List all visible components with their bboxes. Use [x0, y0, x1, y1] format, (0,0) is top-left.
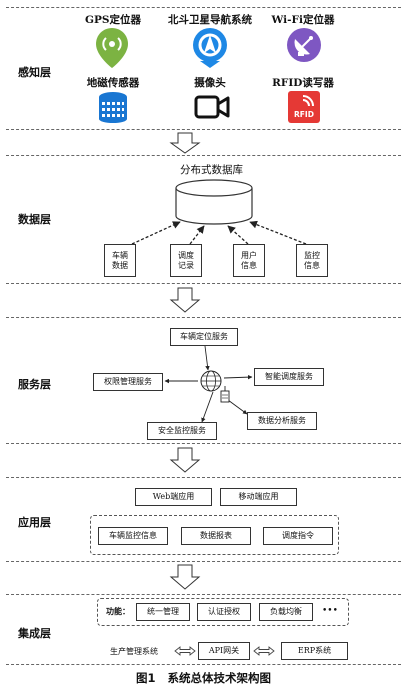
- data-analysis-service: 数据分析服务: [247, 412, 317, 430]
- api-gateway-label: API网关: [208, 646, 240, 655]
- source-to-db-arrow: [131, 221, 181, 245]
- application-group: [90, 515, 339, 555]
- service-link: [204, 345, 210, 371]
- layer-separator: [6, 155, 401, 156]
- mobile-app-box: 移动端应用: [220, 488, 297, 506]
- layer-separator: [6, 561, 401, 562]
- wifi-locator-label: Wi-Fi定位器: [271, 14, 335, 26]
- layer-separator: [6, 594, 401, 595]
- integration-layer-label: 集成层: [18, 627, 51, 640]
- dispatch-command-label: 调度指令: [282, 531, 314, 540]
- camera-label: 摄像头: [194, 77, 226, 89]
- vehicle-data-label: 车辆 数据: [112, 250, 128, 270]
- perception-layer-label: 感知层: [18, 66, 51, 79]
- network-globe-icon: [200, 370, 222, 392]
- flow-arrow: [169, 564, 201, 590]
- load-balance-box: 负载均衡: [259, 603, 313, 621]
- vehicle-location-service-label: 车辆定位服务: [180, 332, 228, 341]
- smart-dispatch-service: 智能调度服务: [254, 368, 324, 386]
- service-link: [227, 399, 248, 415]
- figure-caption: 图1 系统总体技术架构图: [135, 671, 271, 685]
- double-arrow: [253, 646, 275, 656]
- production-system-label: 生产管理系统: [110, 647, 158, 656]
- magnetic-sensor-icon: [99, 92, 127, 123]
- layer-separator: [6, 129, 401, 130]
- navigation-icon: [193, 28, 227, 68]
- security-monitor-service-label: 安全监控服务: [158, 426, 206, 435]
- data-report-box: 数据报表: [181, 527, 251, 545]
- flow-arrow: [169, 287, 201, 313]
- flow-arrow: [169, 132, 201, 154]
- layer-separator: [6, 443, 401, 444]
- web-app-box: Web端应用: [135, 488, 212, 506]
- vehicle-monitor-box: 车辆监控信息: [98, 527, 168, 545]
- security-monitor-service: 安全监控服务: [147, 422, 217, 440]
- source-to-db-arrow: [227, 225, 249, 245]
- video-camera-icon: [194, 95, 230, 119]
- double-arrow: [174, 646, 196, 656]
- rfid-reader-icon: RFID: [288, 91, 320, 123]
- user-info-box: 用户 信息: [233, 244, 265, 277]
- user-info-label: 用户 信息: [241, 250, 257, 270]
- source-to-db-arrow: [249, 220, 307, 245]
- gps-locator-label: GPS定位器: [85, 14, 141, 26]
- database-cylinder-icon: [175, 179, 253, 225]
- dispatch-record-label: 调度 记录: [178, 250, 194, 270]
- more-indicator: •••: [322, 606, 338, 616]
- data-layer-label: 数据层: [18, 213, 51, 226]
- layer-separator: [6, 664, 401, 665]
- layer-separator: [6, 317, 401, 318]
- erp-system-box: ERP系统: [281, 642, 348, 660]
- mobile-app-label: 移动端应用: [238, 492, 279, 501]
- satellite-dish-icon: [287, 28, 321, 62]
- function-group: [97, 598, 349, 626]
- flow-arrow: [169, 447, 201, 473]
- function-label: 功能：: [106, 607, 130, 616]
- unified-management-box: 统一管理: [136, 603, 190, 621]
- web-app-label: Web端应用: [152, 492, 195, 501]
- auth-label: 认证授权: [208, 607, 240, 616]
- dispatch-command-box: 调度指令: [263, 527, 333, 545]
- monitor-info-box: 监控 信息: [296, 244, 328, 277]
- vehicle-location-service: 车辆定位服务: [170, 328, 238, 346]
- service-link: [223, 374, 253, 380]
- auth-box: 认证授权: [197, 603, 251, 621]
- layer-separator: [6, 7, 401, 8]
- service-link: [201, 391, 214, 423]
- monitor-info-label: 监控 信息: [304, 250, 320, 270]
- beidou-navigation-label: 北斗卫星导航系统: [168, 14, 252, 26]
- application-layer-label: 应用层: [18, 516, 51, 529]
- unified-management-label: 统一管理: [147, 607, 179, 616]
- smart-dispatch-service-label: 智能调度服务: [265, 372, 313, 381]
- api-gateway-box: API网关: [198, 642, 250, 660]
- geomagnetic-sensor-label: 地磁传感器: [86, 77, 140, 89]
- erp-system-label: ERP系统: [297, 646, 332, 655]
- permission-service-label: 权限管理服务: [104, 377, 152, 386]
- service-layer-label: 服务层: [18, 378, 51, 391]
- data-report-label: 数据报表: [200, 531, 232, 540]
- location-pin-icon: [96, 28, 128, 68]
- load-balance-label: 负载均衡: [270, 607, 302, 616]
- server-icon: [220, 390, 230, 403]
- source-to-db-arrow: [189, 225, 205, 245]
- vehicle-data-box: 车辆 数据: [104, 244, 136, 277]
- data-analysis-service-label: 数据分析服务: [258, 416, 306, 425]
- rfid-reader-label: RFID读写器: [272, 77, 334, 89]
- layer-separator: [6, 283, 401, 284]
- permission-service: 权限管理服务: [93, 373, 163, 391]
- vehicle-monitor-label: 车辆监控信息: [109, 531, 157, 540]
- dispatch-record-box: 调度 记录: [170, 244, 202, 277]
- database-title: 分布式数据库: [180, 164, 243, 176]
- layer-separator: [6, 477, 401, 478]
- svg-text:RFID: RFID: [294, 110, 314, 119]
